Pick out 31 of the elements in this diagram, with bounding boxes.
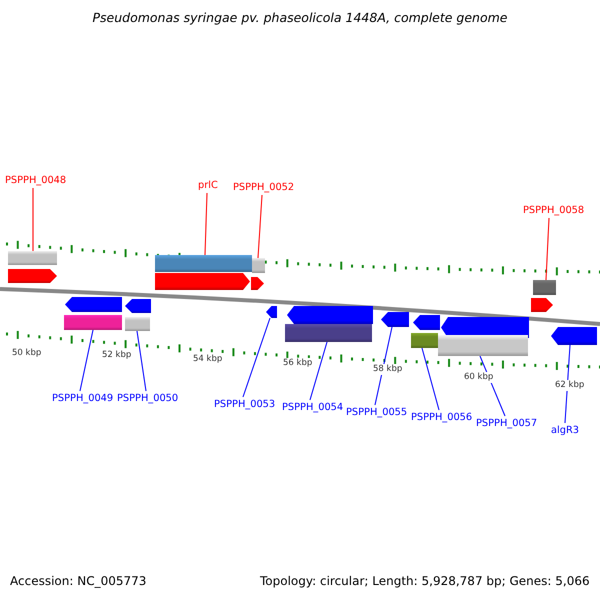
leader-line [204,192,208,256]
scale-label: 62 kbp [555,380,584,391]
scale-label: 56 kbp [283,358,312,369]
leader-line [258,194,262,258]
leader-line [136,330,146,392]
gene-label: PSPPH_0058 [523,204,584,217]
title: Pseudomonas syringae pv. phaseolicola 1448A, complete genome [91,10,508,25]
gene-label: PSPPH_0048 [5,174,66,187]
gene-label: PSPPH_0056 [411,411,472,424]
gene-label: algR3 [551,424,579,437]
gene-label: PSPPH_0053 [214,398,276,411]
leader-line [32,188,34,252]
leader-line [546,218,550,280]
scale-label: 58 kbp [373,364,402,375]
gene-label: PSPPH_0049 [52,392,114,405]
leader-line [310,342,328,400]
leader-line [242,318,270,398]
scale-label: 60 kbp [464,372,494,383]
gene-label: PSPPH_0050 [117,392,178,405]
scale-label: 50 kbp [12,348,42,359]
scale-label: 52 kbp [102,350,132,361]
footer-text: Topology: circular; Length: 5,928,787 bp; Genes: 5,066 [260,574,590,589]
gene-label: PSPPH_0057 [476,417,538,430]
leader-line [80,330,94,392]
gene-label: PSPPH_0055 [346,406,408,419]
scale-label: 54 kbp [193,354,222,365]
footer-text: Accession: NC_005773 [10,574,146,589]
leader-line [422,348,440,410]
gene-label: PSPPH_0054 [282,401,344,414]
gene-label: prlC [198,179,218,192]
gene-label: PSPPH_0052 [233,181,294,194]
